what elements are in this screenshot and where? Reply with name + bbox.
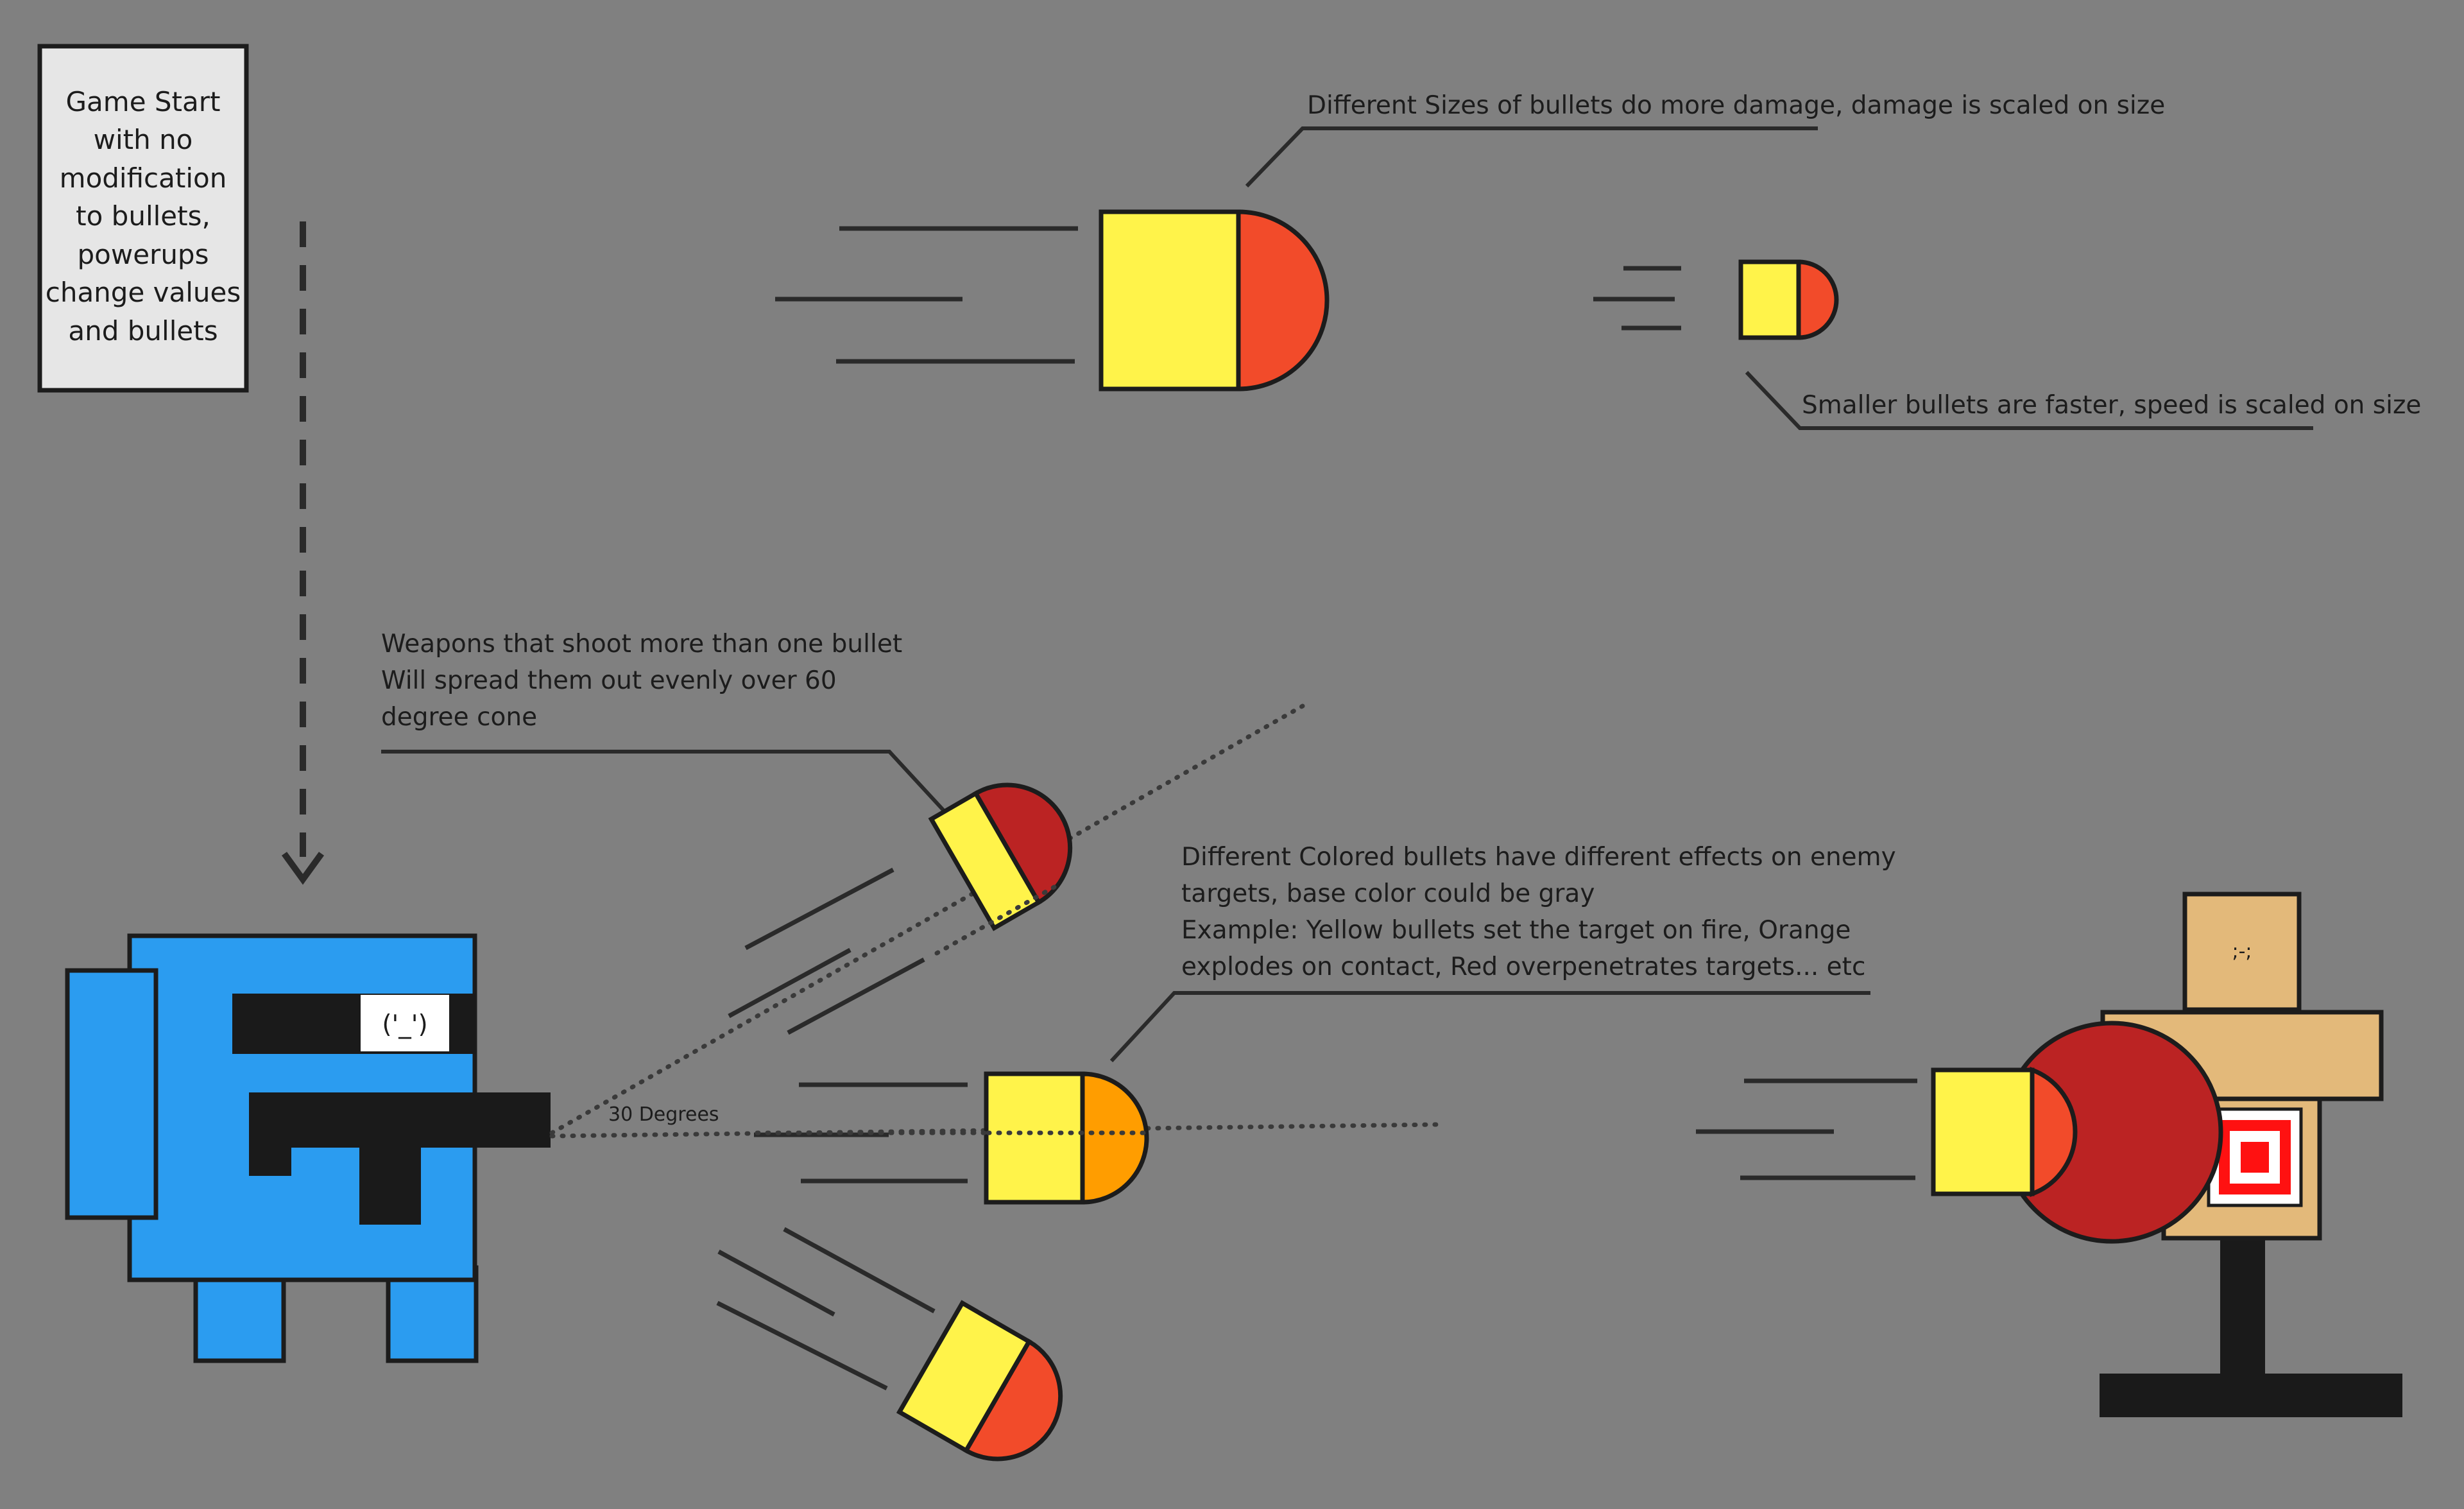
speed-lines-large	[775, 226, 1078, 364]
colors-note-line: explodes on contact, Red overpenetrates …	[1181, 953, 1865, 981]
start-box-line: with no	[94, 124, 193, 155]
speed-lines-upper	[728, 867, 925, 1035]
spread-note-line: Weapons that shoot more than one bullet	[381, 630, 902, 659]
colors-note-line: targets, base color could be gray	[1181, 879, 1595, 908]
large-bullet	[1099, 209, 1330, 392]
start-box-line: powerups	[78, 239, 209, 270]
spread-note-line: degree cone	[381, 703, 537, 732]
spread-note-line: Will spread them out evenly over 60	[381, 666, 837, 695]
bullet-dark-red	[928, 782, 1073, 931]
start-flow-arrow	[281, 221, 325, 885]
target-dummy: ;-;	[2100, 892, 2402, 1417]
start-box-line: modification	[60, 162, 227, 194]
speed-lines-middle	[754, 1082, 968, 1184]
bullet-red-lower	[896, 1300, 1063, 1462]
speed-lines-impact	[1696, 1078, 1917, 1180]
game-start-box: Game Start with no modification to bulle…	[37, 44, 249, 393]
bullseye	[2207, 1107, 2303, 1207]
player-character: ('_')	[65, 933, 551, 1363]
size-speed-note: Smaller bullets are faster, speed is sca…	[1802, 391, 2421, 420]
target-face: ;-;	[2232, 940, 2252, 963]
speed-lines-lower	[716, 1227, 936, 1391]
size-damage-callout: Different Sizes of bullets do more damag…	[1245, 91, 2165, 188]
colors-note-line: Example: Yellow bullets set the target o…	[1181, 916, 1851, 945]
start-box-line: change values	[46, 277, 241, 308]
start-box-line: Game Start	[66, 86, 221, 117]
colors-note-line: Different Colored bullets have different…	[1181, 843, 1896, 872]
start-box-line: and bullets	[68, 315, 218, 347]
impact-bullet	[1931, 1066, 2078, 1198]
colors-callout: Different Colored bullets have different…	[1109, 843, 1896, 1063]
cone-angle-label: 30 Degrees	[608, 1103, 719, 1126]
small-bullet	[1738, 259, 1839, 340]
spread-callout: Weapons that shoot more than one bullet …	[381, 630, 945, 812]
player-face: ('_')	[382, 1010, 427, 1039]
player-face-box	[361, 995, 449, 1051]
start-box-line: to bullets,	[76, 200, 210, 232]
size-damage-note: Different Sizes of bullets do more damag…	[1307, 91, 2165, 120]
size-speed-callout: Smaller bullets are faster, speed is sca…	[1745, 370, 2421, 430]
speed-lines-small	[1593, 266, 1681, 331]
bullet-orange	[984, 1071, 1149, 1205]
